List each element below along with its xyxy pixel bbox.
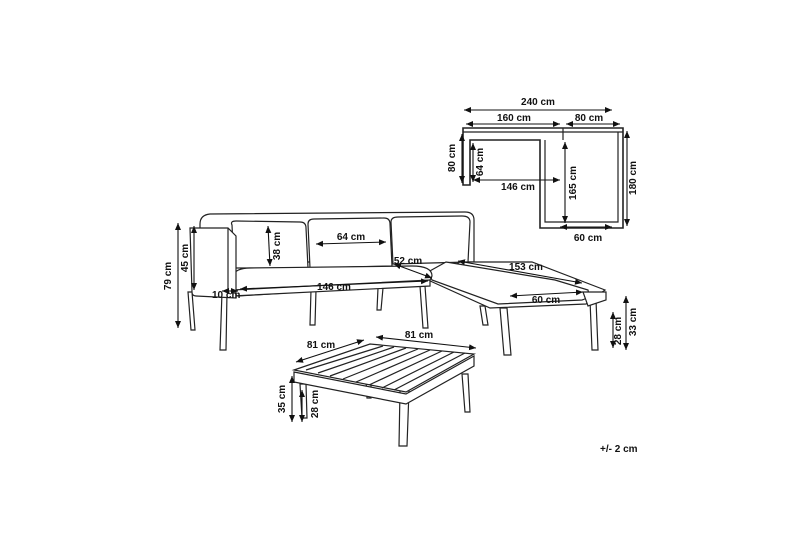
- label-back-cushion-height: 38 cm: [272, 232, 283, 260]
- label-armrest-width: 10 cm: [212, 290, 240, 301]
- label-chaise-side-height: 33 cm: [628, 308, 639, 336]
- label-sofa-total-height: 79 cm: [163, 262, 174, 290]
- label-plan-sofa-depth: 80 cm: [447, 144, 458, 172]
- sofa-leg: [309, 289, 317, 326]
- label-chaise-seat-width: 60 cm: [532, 295, 560, 306]
- plan-view: 240 cm 160 cm 80 cm 80 cm 64 cm 146 cm 1…: [447, 97, 639, 244]
- sofa-leg: [187, 291, 196, 331]
- dim-chaise-seat-width: [509, 289, 584, 299]
- table-leg: [461, 373, 471, 413]
- label-table-leg-height: 28 cm: [310, 390, 321, 418]
- dim-chaise-length: [457, 259, 583, 285]
- dim-table-depth: [295, 339, 365, 363]
- label-table-depth: 81 cm: [307, 340, 335, 351]
- label-plan-total-width: 240 cm: [521, 97, 555, 108]
- label-table-width: 81 cm: [405, 330, 433, 341]
- label-plan-chaise-width: 80 cm: [575, 113, 603, 124]
- label-plan-seat-width: 146 cm: [501, 182, 535, 193]
- dim-table-width: [375, 334, 477, 351]
- label-table-height: 35 cm: [277, 385, 288, 413]
- plan-outline: [462, 127, 624, 229]
- label-plan-chaise-total-length: 180 cm: [628, 161, 639, 195]
- sofa-drawing: 79 cm 45 cm 38 cm 64 cm 10 cm 146 cm 52 …: [163, 211, 639, 356]
- dim-corner-seat-depth: [393, 263, 433, 279]
- dim-back-cushion-width: [315, 239, 387, 247]
- sofa-leg: [499, 307, 512, 356]
- table-leg: [299, 383, 308, 419]
- sofa-leg: [419, 285, 429, 329]
- label-back-cushion-width: 64 cm: [337, 232, 365, 243]
- tolerance-note: +/- 2 cm: [600, 444, 638, 455]
- label-chaise-leg-height: 28 cm: [613, 317, 624, 345]
- plan-chaise-inner: [544, 132, 619, 223]
- coffee-table-drawing: 81 cm 81 cm 35 cm 28 cm: [277, 330, 477, 447]
- sofa-leg: [589, 299, 599, 351]
- sofa-armrest: [189, 227, 237, 299]
- label-plan-chaise-inner-length: 165 cm: [568, 166, 579, 200]
- label-sofa-seat-height: 45 cm: [180, 244, 191, 272]
- label-corner-seat-depth: 52 cm: [394, 256, 422, 267]
- dim-back-cushion-height: [265, 225, 273, 267]
- sofa-leg: [479, 305, 489, 326]
- sofa-leg: [376, 287, 384, 311]
- dim-seat-width: [239, 278, 429, 292]
- label-seat-width: 146 cm: [317, 282, 351, 293]
- label-plan-seat-depth: 64 cm: [475, 148, 486, 176]
- label-chaise-length: 153 cm: [509, 262, 543, 273]
- back-cushion: [390, 215, 471, 265]
- label-plan-chaise-seat-width: 60 cm: [574, 233, 602, 244]
- label-plan-sofa-width: 160 cm: [497, 113, 531, 124]
- chaise-side-table: [582, 291, 607, 307]
